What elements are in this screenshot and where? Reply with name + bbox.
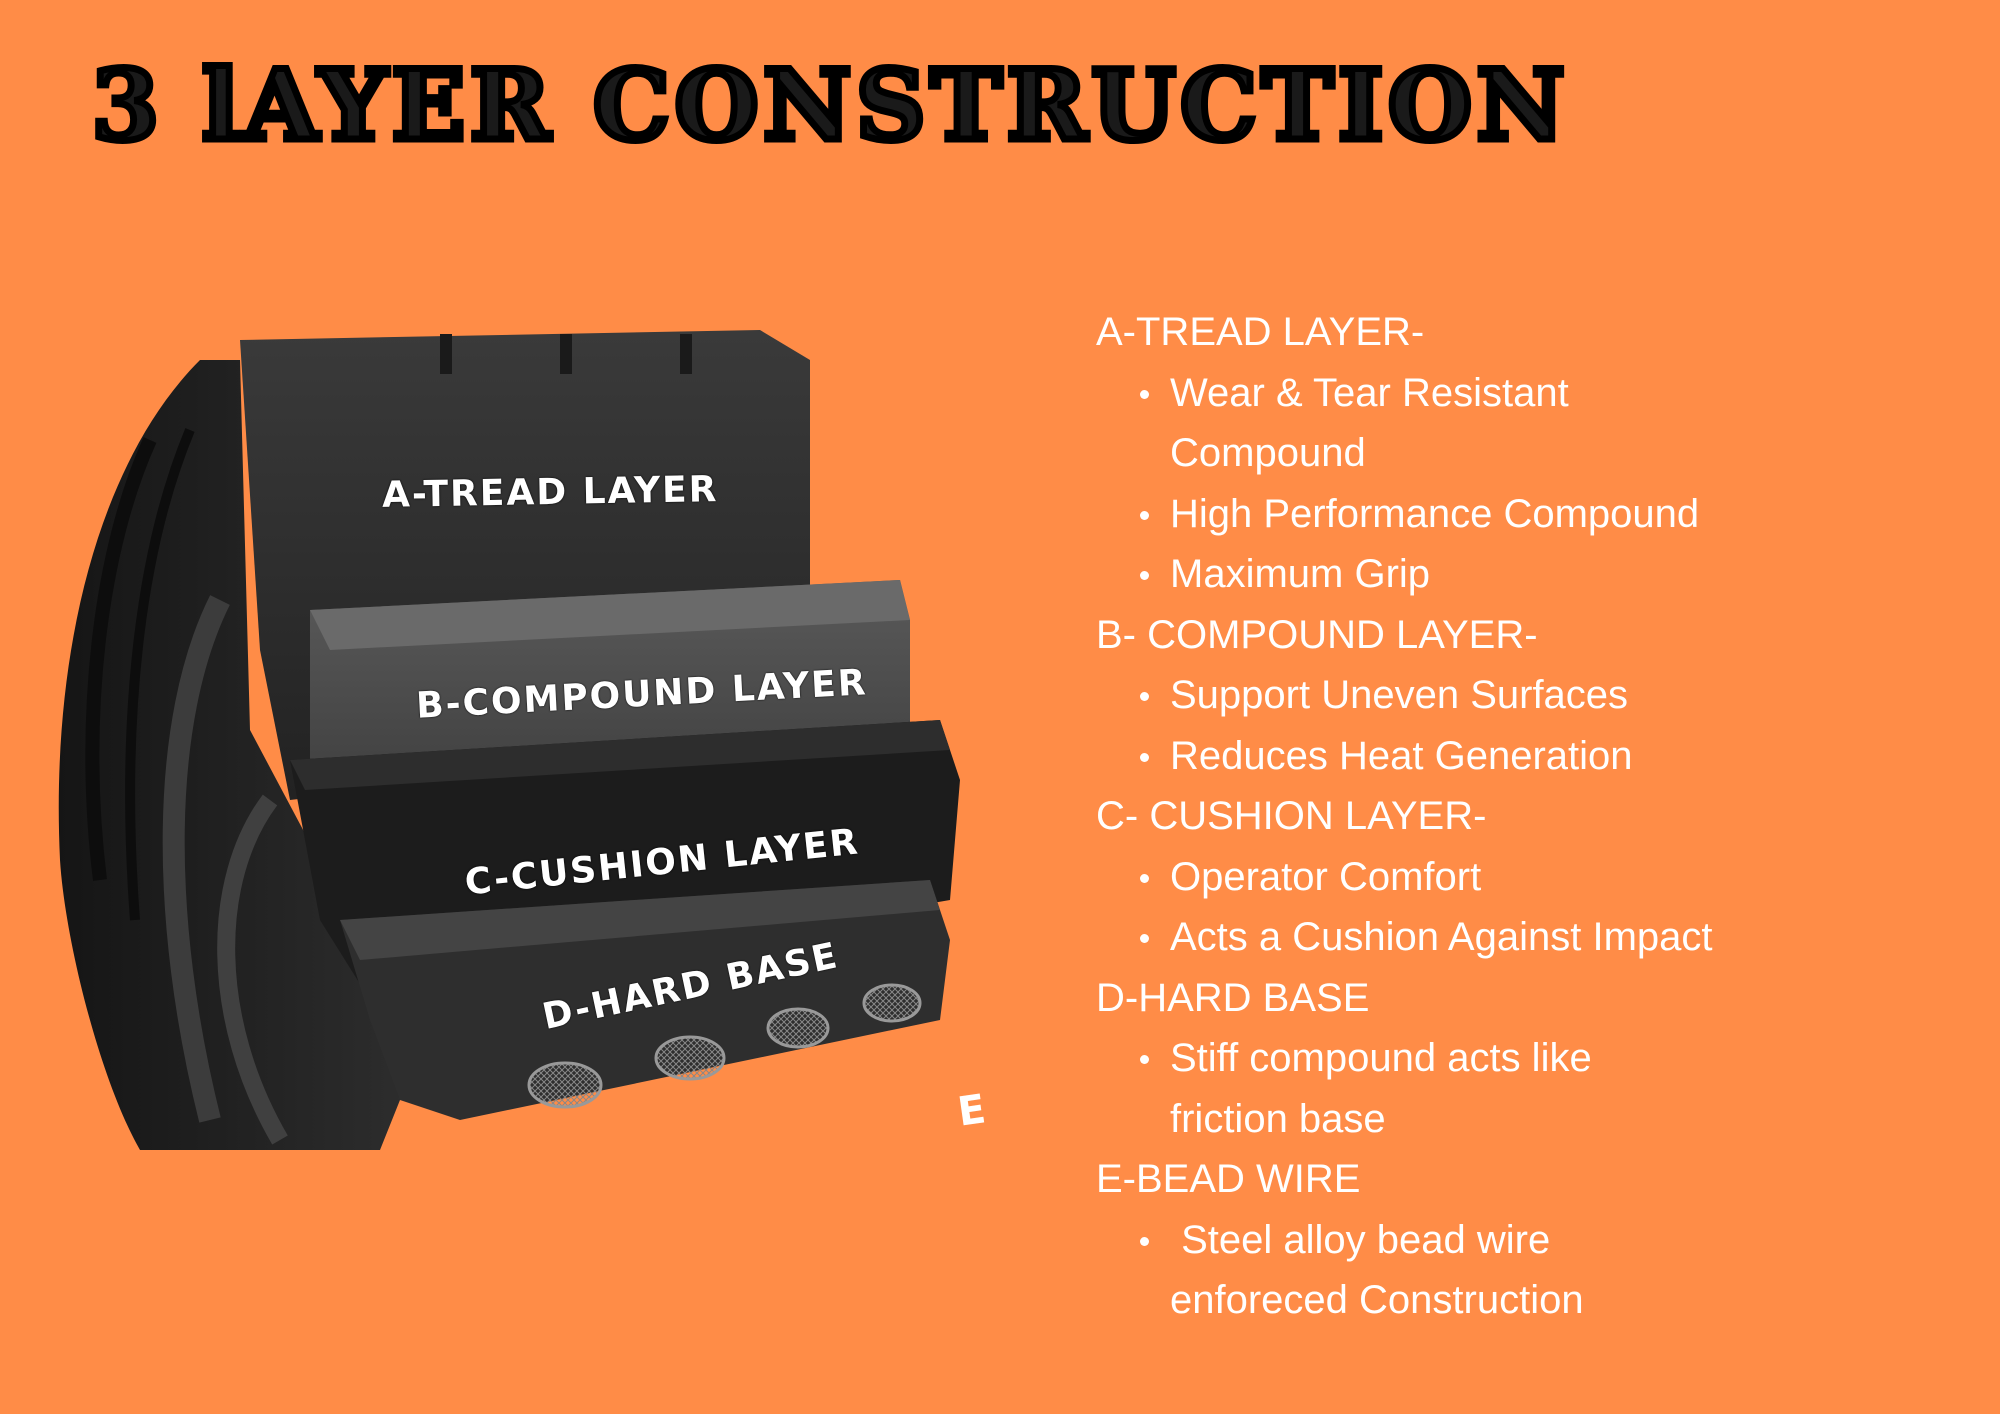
list-item: Stiff compound acts like friction base xyxy=(1140,1028,1650,1149)
section-heading-tread: A-TREAD LAYER- xyxy=(1096,310,1425,354)
bead-wire-bullets: Steel alloy bead wire enforeced Construc… xyxy=(1096,1210,1956,1331)
section-heading-cushion: C- CUSHION LAYER- xyxy=(1096,794,1487,838)
bead-wire-2 xyxy=(654,1035,726,1081)
section-heading-compound: B- COMPOUND LAYER- xyxy=(1096,612,1538,657)
hard-base-bullets: Stiff compound acts like friction base xyxy=(1096,1028,1956,1149)
list-item: Steel alloy bead wire enforeced Construc… xyxy=(1140,1210,1650,1331)
layer-specifications: A-TREAD LAYER- Wear & Tear Resistant Com… xyxy=(1096,302,1956,1331)
page-title: 3 lAYER CONSTRUCTION xyxy=(88,49,1570,162)
bead-wire-3 xyxy=(766,1007,830,1049)
section-heading-hard-base: D-HARD BASE xyxy=(1096,975,1370,1020)
bead-wire-4 xyxy=(862,983,922,1023)
list-item: Maximum Grip xyxy=(1140,544,1956,605)
section-heading-bead-wire: E-BEAD WIRE xyxy=(1096,1157,1361,1201)
list-item: Acts a Cushion Against Impact xyxy=(1140,907,1956,968)
compound-bullets: Support Uneven Surfaces Reduces Heat Gen… xyxy=(1096,665,1956,786)
tread-bullets: Wear & Tear Resistant Compound High Perf… xyxy=(1096,363,1956,605)
cushion-bullets: Operator Comfort Acts a Cushion Against … xyxy=(1096,847,1956,968)
list-item: Wear & Tear Resistant Compound xyxy=(1140,363,1650,484)
list-item: Support Uneven Surfaces xyxy=(1140,665,1956,726)
list-item: Operator Comfort xyxy=(1140,847,1956,908)
tread-layer-label: A-TREAD LAYER xyxy=(381,469,719,516)
tyre-cutaway-illustration: A-TREAD LAYER B-COMPOUND LAYER C-CUSHION… xyxy=(40,320,1020,1220)
tyre-cutaway-graphic xyxy=(58,330,960,1150)
list-item: Reduces Heat Generation xyxy=(1140,726,1956,787)
bead-wire-1 xyxy=(527,1061,603,1109)
list-item: High Performance Compound xyxy=(1140,484,1956,545)
